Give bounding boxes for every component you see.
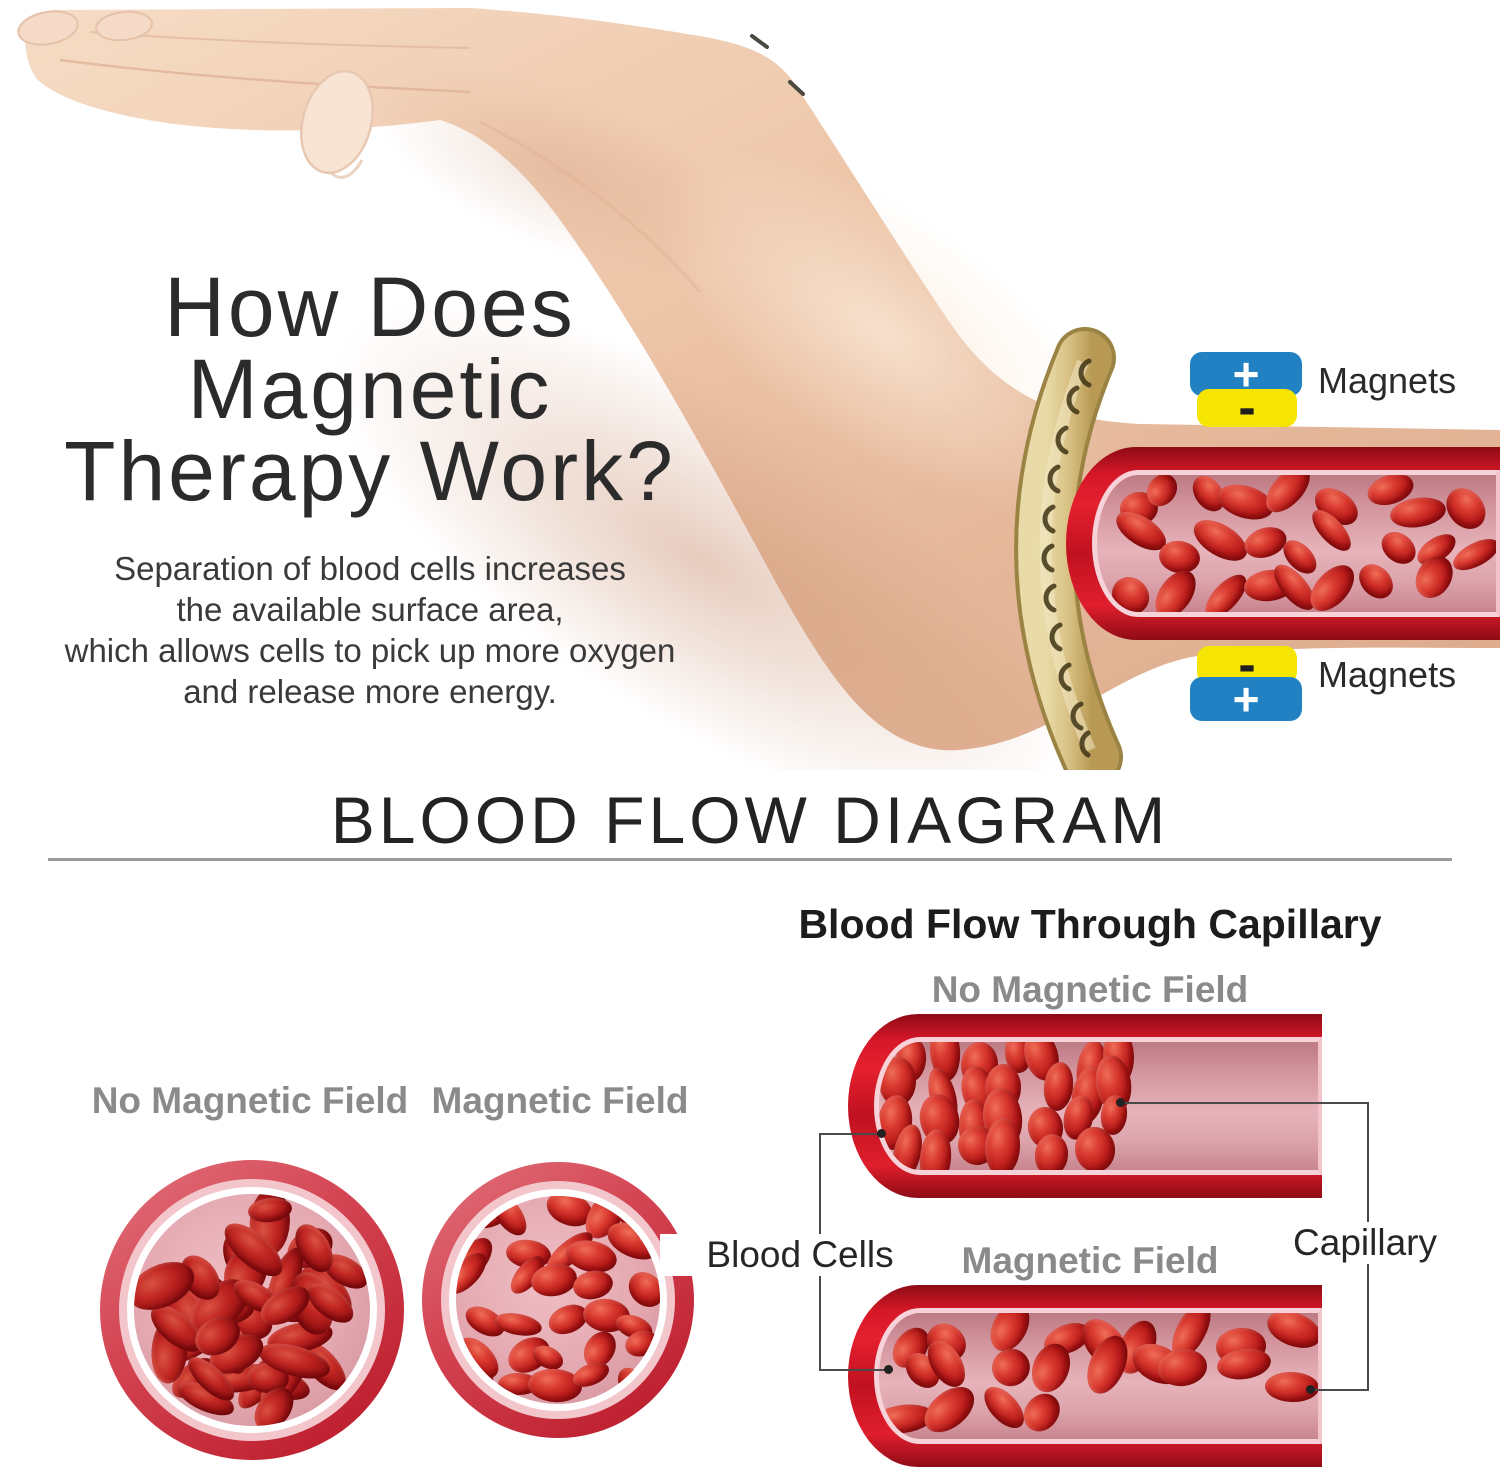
fingernail xyxy=(95,10,153,42)
title-line: Magnetic xyxy=(187,342,553,436)
thumb-crease xyxy=(328,159,364,179)
subtitle-line: which allows cells to pick up more oxyge… xyxy=(64,632,676,669)
blood-cells-field xyxy=(879,1313,1318,1439)
callout-dot xyxy=(1116,1098,1125,1107)
callout-dot xyxy=(1306,1385,1315,1394)
intro-subtitle: Separation of blood cells increases the … xyxy=(10,548,730,712)
vessel-lumen xyxy=(456,1196,660,1404)
minus-sign: - xyxy=(1238,379,1256,437)
magnets-label-top: Magnets xyxy=(1318,360,1457,401)
vessel-cross-section-no-field xyxy=(100,1160,404,1460)
blood-cell xyxy=(985,1341,1038,1394)
subtitle-line: the available surface area, xyxy=(176,591,564,628)
capillary-heading: Blood Flow Through Capillary xyxy=(798,901,1382,947)
blood-cell xyxy=(1016,1386,1068,1439)
label-no-magnetic-field-top: No Magnetic Field xyxy=(931,969,1249,1010)
magnet-negative: - xyxy=(1197,379,1297,437)
capillary-callout-stub xyxy=(1312,1389,1367,1391)
blood-cells-field xyxy=(879,1042,1318,1170)
callout-dot xyxy=(884,1365,893,1374)
vessel-cross-section-field xyxy=(422,1162,694,1438)
blood-cell xyxy=(610,1361,660,1404)
blood-cell xyxy=(570,1267,616,1304)
subtitle-line: Separation of blood cells increases xyxy=(114,550,626,587)
heading-divider xyxy=(48,858,1452,861)
blood-cell xyxy=(1352,557,1400,606)
blood-cells-field xyxy=(1104,475,1496,612)
capillary-vessel-field xyxy=(848,1285,1322,1467)
edge-mark xyxy=(788,80,805,96)
palm-crease xyxy=(479,120,702,293)
plus-sign: + xyxy=(1232,673,1260,725)
thumbnail xyxy=(300,69,374,175)
subtitle-line: and release more energy. xyxy=(183,673,557,710)
vessel-interior xyxy=(1092,470,1500,617)
label-circle-no-field: No Magnetic Field xyxy=(91,1080,409,1121)
label-magnetic-field-bottom: Magnetic Field xyxy=(961,1240,1219,1281)
blood-cell xyxy=(1448,532,1496,577)
label-blood-cells: Blood Cells xyxy=(660,1234,940,1276)
blood-cell xyxy=(976,1380,1031,1436)
magnets-label-bottom: Magnets xyxy=(1318,654,1457,695)
magnets-top: + - xyxy=(1190,351,1302,437)
blood-cell xyxy=(1375,525,1423,571)
fingernail xyxy=(17,10,79,46)
callout-dot xyxy=(877,1129,886,1138)
label-circle-field: Magnetic Field xyxy=(431,1080,689,1121)
vessel-interior xyxy=(874,1037,1322,1175)
magnet-positive: + xyxy=(1190,673,1302,725)
blood-cell xyxy=(1240,521,1291,563)
page-title: How Does Magnetic Therapy Work? xyxy=(10,260,730,518)
capillary-callout-stub xyxy=(1122,1102,1367,1104)
blood-cell xyxy=(1104,569,1157,612)
blood-cells-field xyxy=(456,1196,660,1404)
blood-cells-callout-stub xyxy=(819,1369,889,1371)
vessel-lumen xyxy=(134,1194,370,1426)
blood-cells-callout-stub xyxy=(819,1133,881,1135)
blood-cell xyxy=(622,1264,660,1314)
section-heading: BLOOD FLOW DIAGRAM xyxy=(330,783,1170,857)
hand-highlight xyxy=(656,151,1104,509)
label-capillary: Capillary xyxy=(1245,1222,1485,1264)
capillary-vessel-no-field xyxy=(848,1014,1322,1198)
blood-cells-field xyxy=(134,1194,370,1426)
blood-cell xyxy=(1438,480,1494,536)
magnetic-bracelet xyxy=(1014,327,1123,770)
edge-mark xyxy=(750,34,769,49)
vessel-interior xyxy=(874,1308,1322,1444)
title-line: Therapy Work? xyxy=(64,424,676,518)
palm-shadow xyxy=(333,299,1067,770)
wrist-blood-vessel xyxy=(1066,447,1500,640)
blood-cell xyxy=(1261,1313,1318,1356)
title-line: How Does xyxy=(164,260,576,354)
finger-crease xyxy=(59,58,471,94)
magnets-bottom: - + xyxy=(1190,639,1302,725)
